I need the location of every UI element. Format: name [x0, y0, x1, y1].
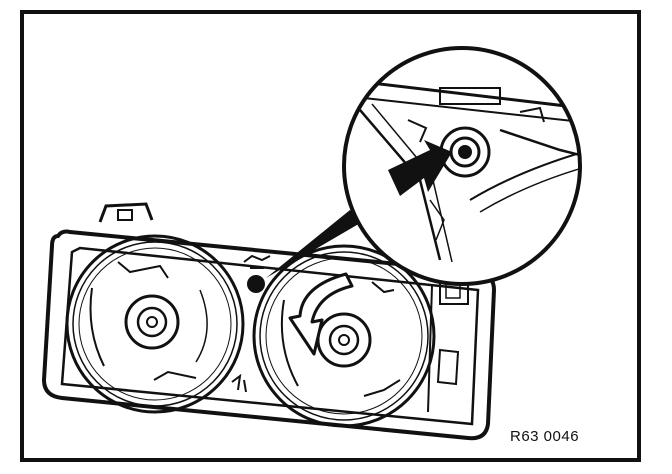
right-lamp: [252, 244, 436, 428]
pointer-arrow: [388, 140, 452, 196]
figure-reference-code: R63 0046: [510, 428, 580, 445]
rotation-arrow: [288, 272, 354, 356]
detail-magnifier: [342, 46, 582, 286]
adjuster-screw: [243, 254, 271, 293]
bottom-marking: [231, 373, 247, 393]
left-lamp: [65, 234, 245, 414]
headlight-housing: [41, 202, 497, 441]
page-border: [20, 10, 641, 462]
leader-line: [266, 210, 362, 278]
